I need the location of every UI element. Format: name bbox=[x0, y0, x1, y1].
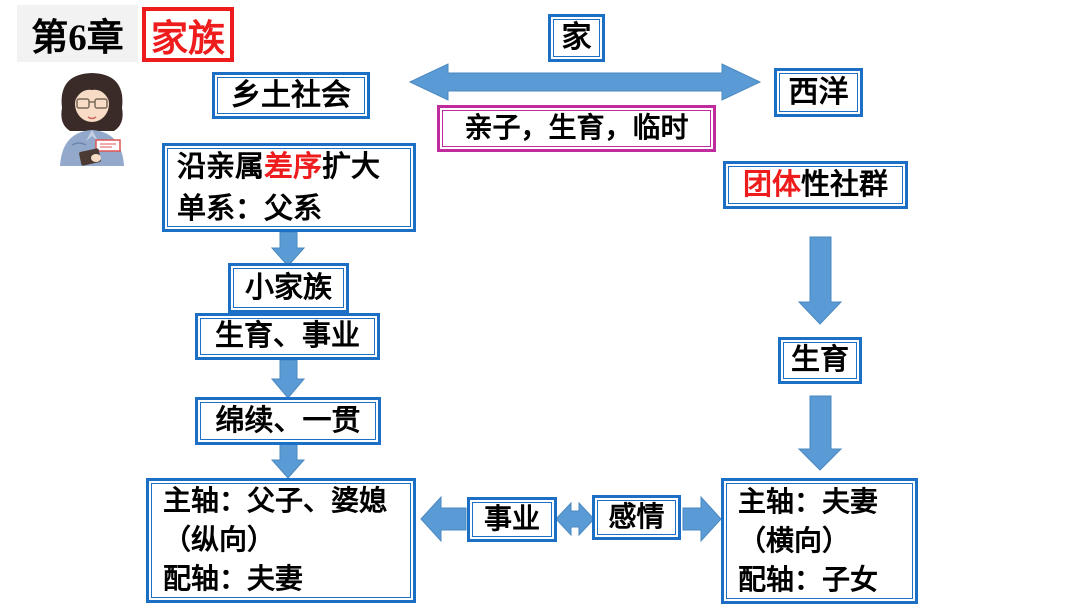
left-axis-line1: 主轴：父子、婆媳 bbox=[163, 486, 388, 517]
teacher-avatar bbox=[60, 73, 124, 166]
node-fertility-career: 生育、事业 bbox=[195, 313, 380, 360]
avatar-mouth bbox=[87, 116, 97, 120]
node-left-axis: 主轴：父子、婆媳 （纵向） 配轴：夫妻 bbox=[146, 478, 416, 603]
node-rural-society-label: 乡土社会 bbox=[231, 78, 351, 112]
avatar-frog-button bbox=[71, 142, 87, 146]
avatar-glasses-left bbox=[76, 98, 90, 109]
group-red-part: 团体 bbox=[742, 168, 801, 201]
arrow-rural-west-bidirectional bbox=[408, 63, 762, 101]
kinship-line1-prefix: 沿亲属 bbox=[177, 150, 265, 183]
chapter-label: 第6章 bbox=[17, 5, 138, 62]
arrow-career-to-leftaxis bbox=[420, 495, 467, 543]
left-axis-line3: 配轴：夫妻 bbox=[163, 564, 304, 595]
right-axis-line3: 配轴：子女 bbox=[738, 564, 879, 596]
node-fertility: 生育 bbox=[778, 337, 862, 384]
arrow-continuity-to-leftaxis bbox=[270, 443, 306, 479]
node-right-axis: 主轴：夫妻 （横向） 配轴：子女 bbox=[721, 478, 918, 604]
avatar-collar bbox=[86, 130, 98, 141]
arrow-fertility-to-rightaxis bbox=[797, 395, 843, 471]
kinship-line1-red: 差序 bbox=[264, 150, 323, 183]
node-parent-child-note-label: 亲子，生育，临时 bbox=[464, 112, 689, 144]
node-west-label: 西洋 bbox=[788, 75, 849, 109]
avatar-fringe bbox=[73, 80, 111, 103]
node-career-label: 事业 bbox=[483, 503, 540, 535]
node-career: 事业 bbox=[467, 497, 557, 542]
node-fertility-label: 生育 bbox=[790, 344, 849, 377]
node-emotion: 感情 bbox=[592, 495, 681, 540]
arrow-kinship-to-smallclan bbox=[270, 231, 306, 267]
node-home: 家 bbox=[548, 14, 605, 62]
avatar-name-tag bbox=[95, 139, 121, 152]
node-small-clan-label: 小家族 bbox=[244, 271, 332, 304]
page-title: 家族 bbox=[142, 7, 234, 62]
node-west: 西洋 bbox=[774, 68, 863, 117]
avatar-face bbox=[75, 86, 109, 122]
kinship-line1: 沿亲属差序扩大 bbox=[177, 146, 380, 188]
avatar-hand bbox=[91, 154, 101, 162]
avatar-body bbox=[60, 130, 124, 166]
avatar-glasses-right bbox=[94, 98, 108, 109]
right-axis-line2: （横向） bbox=[738, 525, 851, 557]
group-rest-part: 性社群 bbox=[801, 168, 889, 201]
node-parent-child-note: 亲子，生育，临时 bbox=[437, 105, 716, 152]
node-continuity: 绵续、一贯 bbox=[195, 397, 381, 445]
arrow-emotion-to-rightaxis bbox=[682, 495, 722, 543]
node-group-community: 团体性社群 bbox=[723, 161, 908, 209]
right-axis-line1: 主轴：夫妻 bbox=[738, 486, 879, 518]
arrow-fertcareer-to-continuity bbox=[270, 359, 306, 399]
node-rural-society: 乡土社会 bbox=[212, 72, 370, 119]
arrow-group-to-fertility bbox=[797, 236, 843, 325]
node-fertility-career-label: 生育、事业 bbox=[214, 320, 360, 353]
node-small-clan: 小家族 bbox=[228, 263, 349, 313]
left-axis-line2: （纵向） bbox=[163, 525, 276, 556]
kinship-line1-suffix: 扩大 bbox=[322, 150, 381, 183]
node-continuity-label: 绵续、一贯 bbox=[215, 404, 361, 437]
node-home-label: 家 bbox=[561, 21, 592, 54]
kinship-line2: 单系：父系 bbox=[177, 192, 323, 225]
node-emotion-label: 感情 bbox=[608, 501, 665, 533]
node-kinship-expansion: 沿亲属差序扩大 单系：父系 bbox=[162, 143, 416, 232]
arrow-career-emotion-bidirectional bbox=[555, 501, 595, 537]
